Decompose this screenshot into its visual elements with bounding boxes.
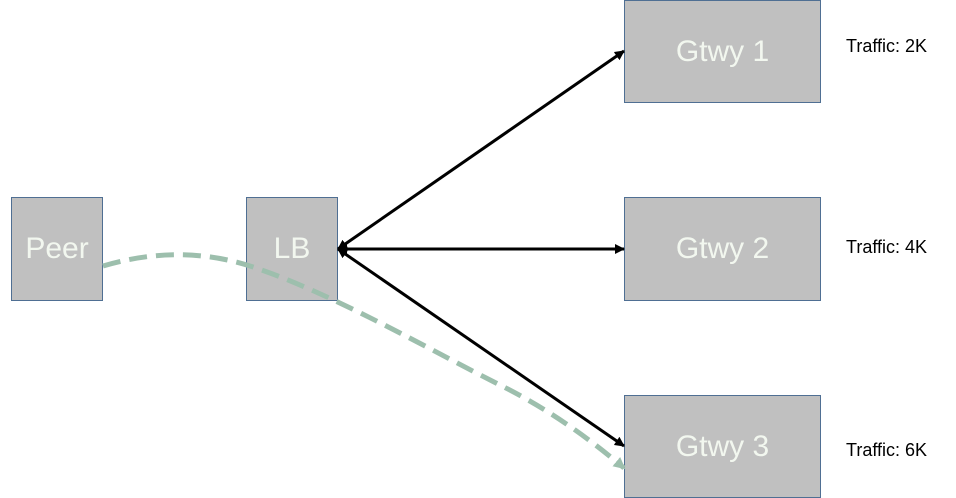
gateway-2-label: Gtwy 2 bbox=[675, 232, 770, 265]
gateway-1-node: Gtwy 1 bbox=[624, 0, 821, 103]
gateway-1-label: Gtwy 1 bbox=[675, 34, 770, 68]
gateway-1-traffic: Traffic: 2K bbox=[846, 36, 928, 56]
gateway-2-traffic: Traffic: 4K bbox=[846, 237, 928, 257]
peer-label: Peer bbox=[25, 232, 89, 265]
lb-gateway-3-arrow bbox=[337, 247, 625, 448]
peer-node: Peer bbox=[11, 197, 103, 301]
load-balancer-label: LB bbox=[273, 232, 311, 265]
gateway-3-label: Gtwy 3 bbox=[675, 429, 770, 463]
gateway-3-traffic: Traffic: 6K bbox=[846, 440, 928, 460]
gateway-2-node: Gtwy 2 bbox=[624, 197, 821, 301]
peer-to-gateway-3-dashed-path bbox=[102, 252, 626, 470]
lb-gateway-1-arrow bbox=[337, 49, 625, 251]
gateway-3-node: Gtwy 3 bbox=[624, 395, 821, 498]
